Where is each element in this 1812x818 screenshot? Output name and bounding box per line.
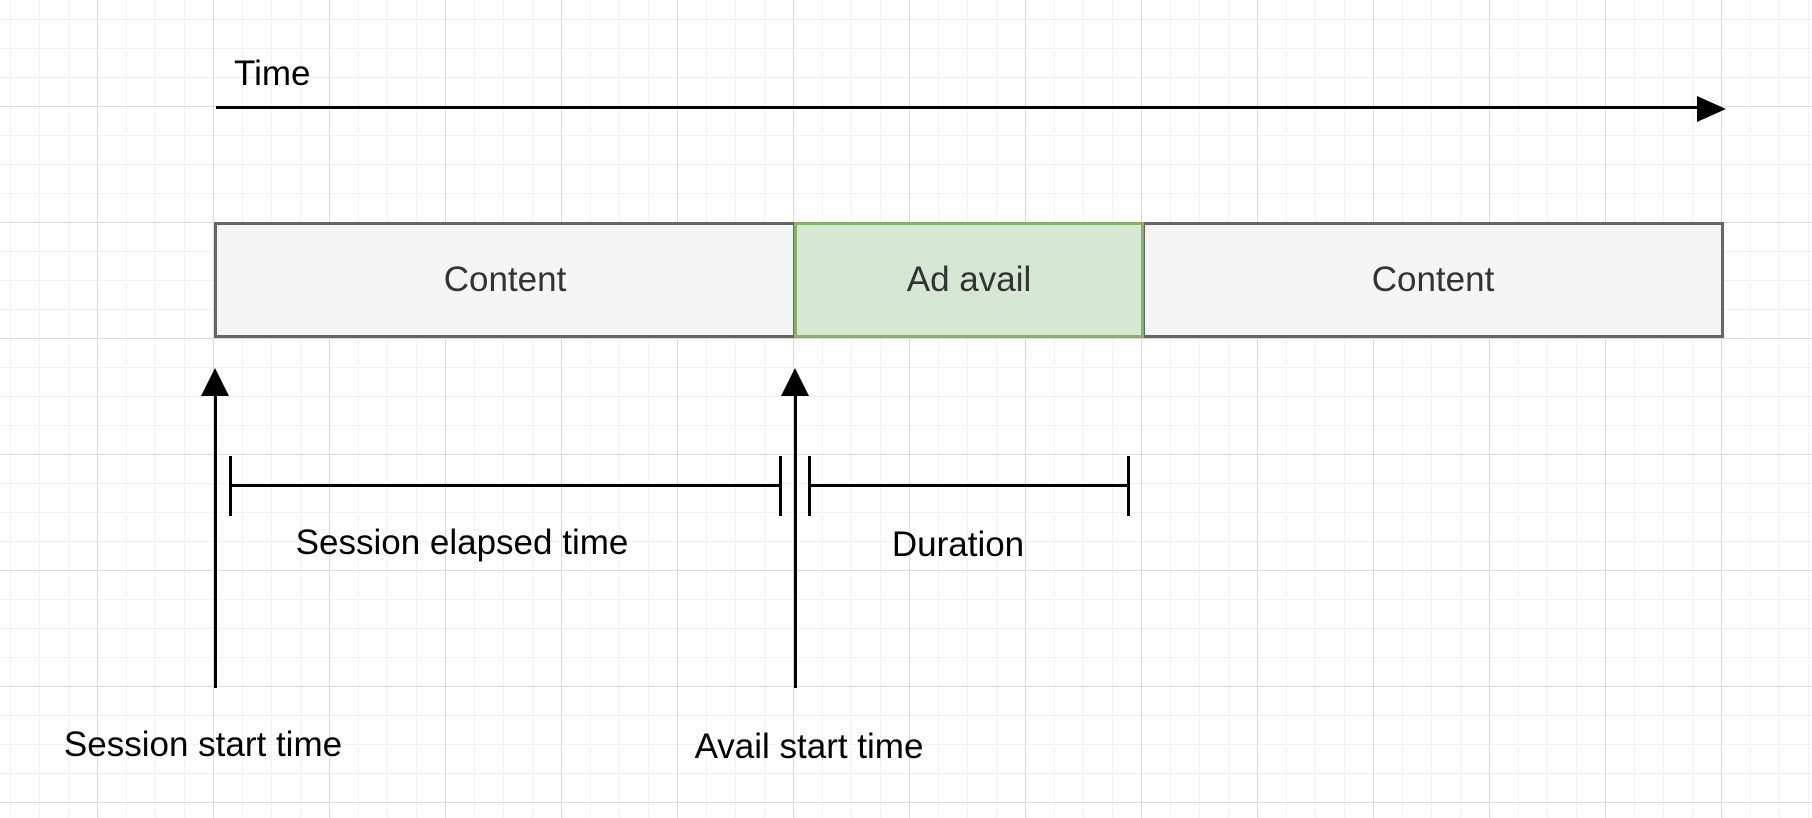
duration-tick-left bbox=[808, 456, 811, 516]
duration-line bbox=[810, 484, 1129, 487]
duration-label: Duration bbox=[891, 525, 1025, 564]
time-axis-arrowhead-right-icon bbox=[1697, 96, 1726, 122]
avail-start-arrowhead-up-icon bbox=[781, 368, 809, 396]
time-axis-line bbox=[216, 106, 1711, 109]
session-start-label: Session start time bbox=[63, 725, 343, 764]
session-start-arrowhead-up-icon bbox=[201, 368, 229, 396]
ad-avail-segment-box: Ad avail bbox=[794, 222, 1144, 338]
time-axis-label: Time bbox=[234, 54, 311, 93]
content-segment-box-2: Content bbox=[1142, 222, 1724, 338]
avail-start-arrow-line bbox=[794, 394, 797, 688]
session-start-arrow-line bbox=[214, 394, 217, 688]
content-segment-label-2: Content bbox=[1371, 260, 1495, 299]
ad-avail-segment-label: Ad avail bbox=[906, 260, 1032, 299]
content-segment-box: Content bbox=[214, 222, 796, 338]
session-elapsed-line bbox=[230, 484, 781, 487]
session-elapsed-tick-right bbox=[779, 456, 782, 516]
avail-start-label: Avail start time bbox=[694, 727, 924, 766]
session-elapsed-label: Session elapsed time bbox=[295, 523, 629, 562]
duration-tick-right bbox=[1127, 456, 1130, 516]
content-segment-label: Content bbox=[443, 260, 567, 299]
